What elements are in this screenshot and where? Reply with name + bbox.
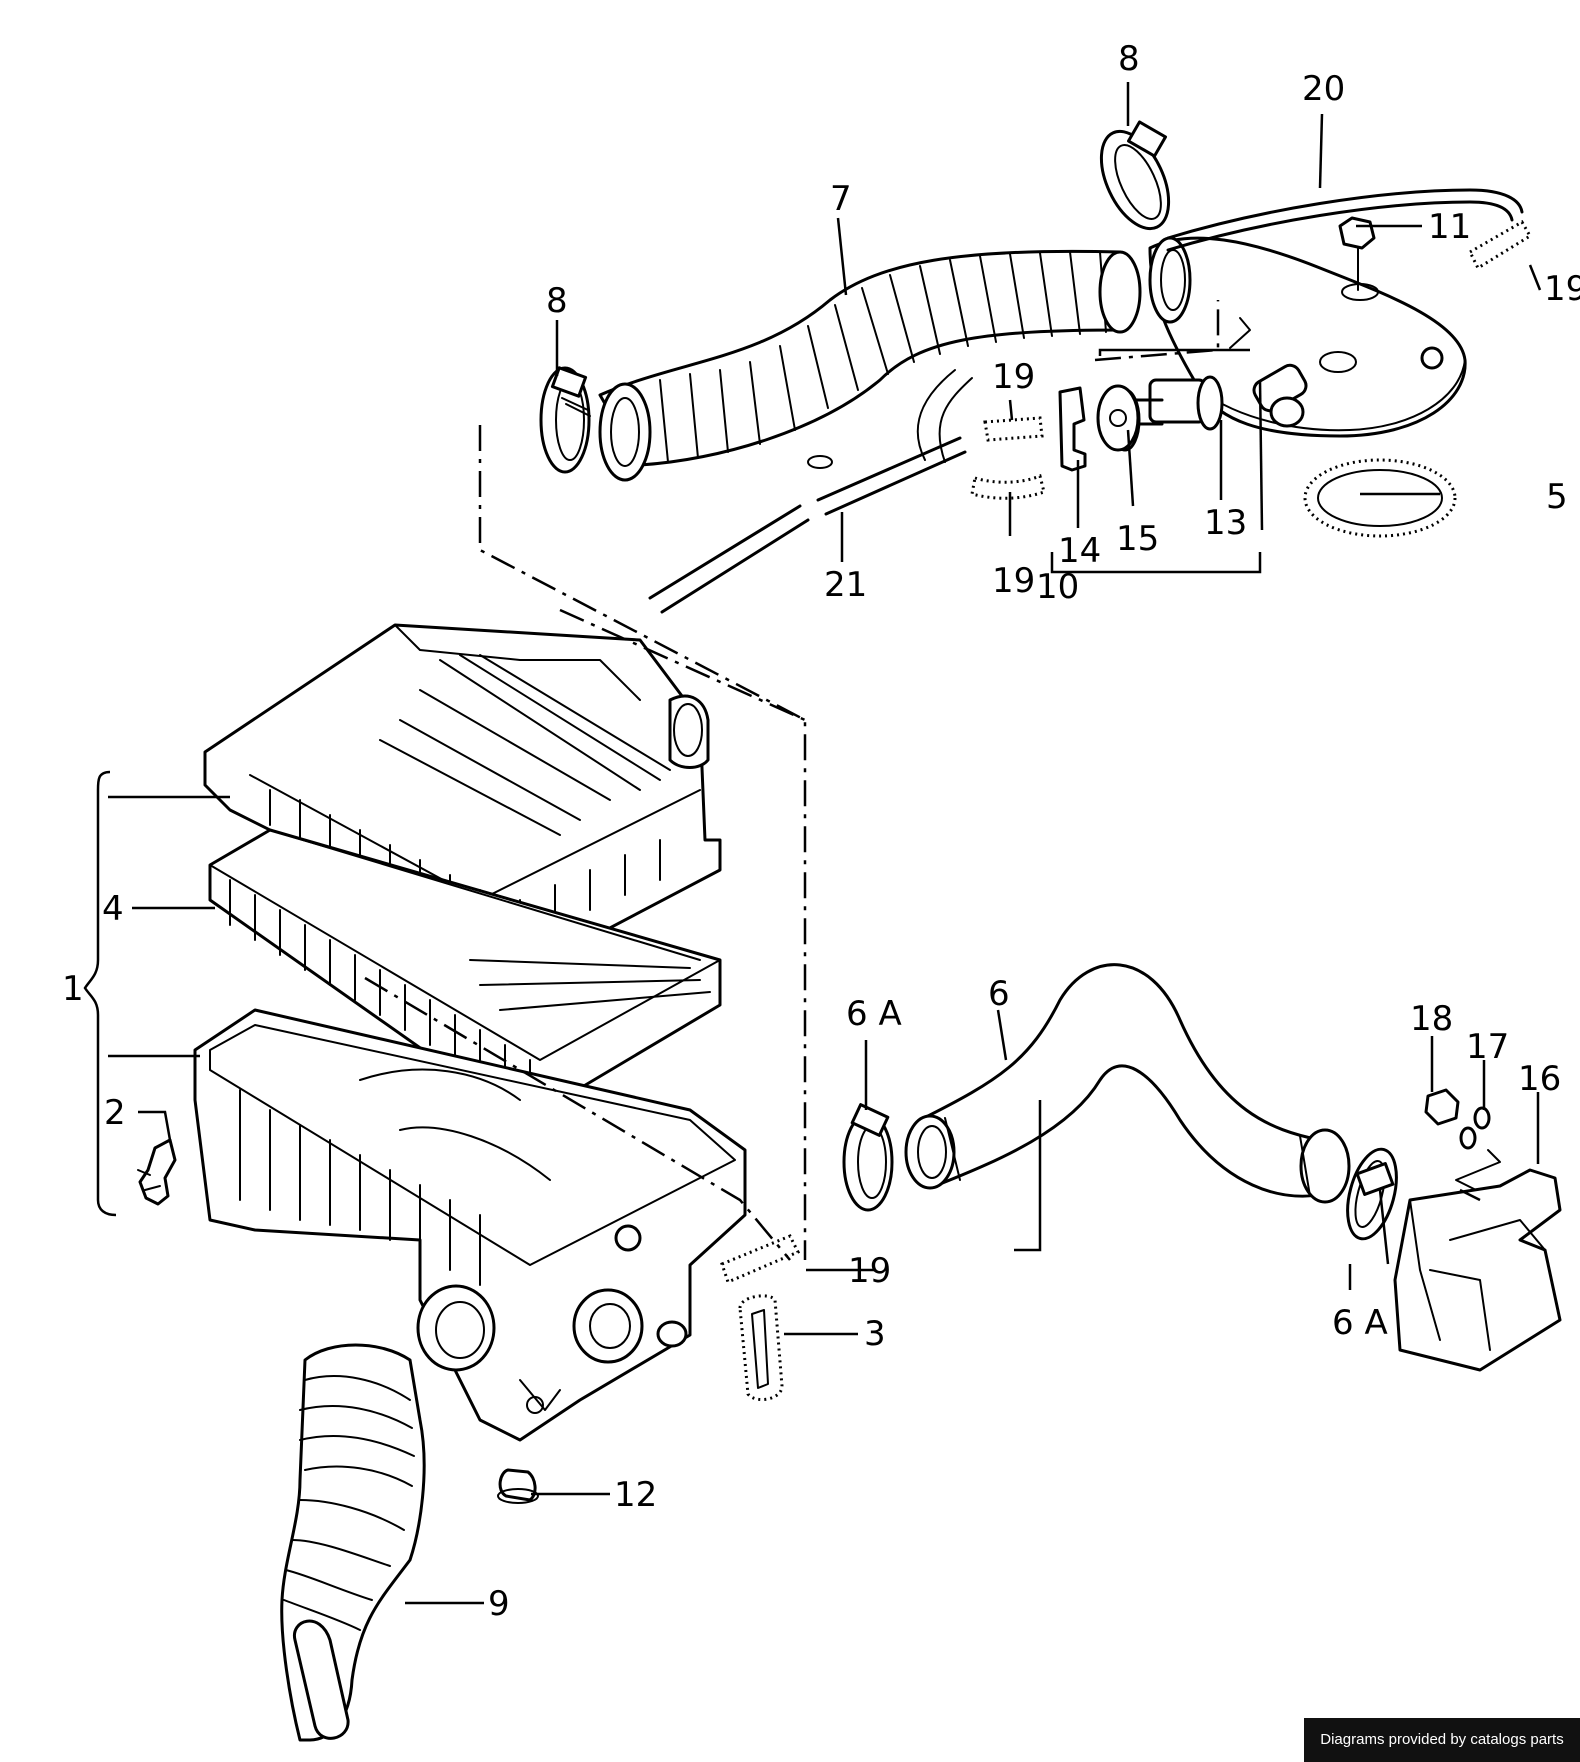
callout-12: 12 bbox=[614, 1475, 657, 1515]
callout-3: 3 bbox=[864, 1314, 886, 1354]
hose-clamp-top bbox=[1099, 120, 1171, 231]
clip-2 bbox=[137, 1138, 177, 1206]
intake-hose-upper bbox=[598, 249, 1142, 482]
air-filter-element bbox=[208, 828, 722, 1114]
callout-19-right: 19 bbox=[1544, 269, 1580, 309]
leader-lines bbox=[83, 82, 1542, 1605]
callout-2: 2 bbox=[104, 1093, 126, 1133]
callout-1: 1 bbox=[62, 969, 84, 1009]
callout-8-left: 8 bbox=[546, 281, 568, 321]
callout-6a-left: 6 A bbox=[846, 994, 902, 1034]
seal-ring-5 bbox=[1303, 458, 1457, 538]
air-filter-lower-housing bbox=[193, 1008, 747, 1442]
callout-8-top: 8 bbox=[1118, 39, 1140, 79]
vent-hose-20 bbox=[1166, 188, 1524, 252]
vent-hose-21 bbox=[648, 369, 973, 614]
air-duct-16 bbox=[1393, 1168, 1562, 1372]
intake-bellow-9 bbox=[280, 1343, 426, 1742]
callout-labels: 1 2 3 4 5 6 6 A 6 A 7 8 8 9 10 11 12 13 … bbox=[62, 39, 1580, 1624]
callout-7: 7 bbox=[830, 179, 852, 219]
nut-18 bbox=[1424, 1088, 1460, 1126]
hose-clamp-6a-right bbox=[1346, 1147, 1398, 1241]
callout-6: 6 bbox=[988, 974, 1010, 1014]
callout-5: 5 bbox=[1546, 477, 1568, 517]
callout-14: 14 bbox=[1058, 531, 1101, 571]
callout-19-low: 19 bbox=[848, 1251, 891, 1291]
callout-19-mid: 19 bbox=[992, 561, 1035, 601]
callout-19-top: 19 bbox=[992, 357, 1035, 397]
assembly-lines bbox=[364, 300, 1481, 1261]
callout-16: 16 bbox=[1518, 1059, 1561, 1099]
callout-13: 13 bbox=[1204, 503, 1247, 543]
callout-4: 4 bbox=[102, 889, 124, 929]
intake-hose-6 bbox=[904, 963, 1351, 1204]
washer-17 bbox=[1455, 1106, 1501, 1191]
air-guide-housing bbox=[1148, 236, 1467, 438]
hose-19-pieces bbox=[720, 219, 1533, 1285]
callout-21: 21 bbox=[824, 565, 867, 605]
callout-9: 9 bbox=[488, 1584, 510, 1624]
hose-clamp-left bbox=[539, 366, 591, 474]
callout-20: 20 bbox=[1302, 69, 1345, 109]
callout-6a-right: 6 A bbox=[1332, 1303, 1388, 1343]
callout-10: 10 bbox=[1036, 567, 1079, 607]
callout-11: 11 bbox=[1428, 207, 1471, 247]
hose-clamp-6a-left bbox=[842, 1103, 894, 1212]
rubber-mount-12 bbox=[497, 1468, 539, 1504]
gasket-3 bbox=[738, 1294, 784, 1402]
callout-17: 17 bbox=[1466, 1027, 1509, 1067]
callout-18: 18 bbox=[1410, 999, 1453, 1039]
credit-banner: Diagrams provided by catalogs parts bbox=[1304, 1718, 1580, 1762]
callout-15: 15 bbox=[1116, 519, 1159, 559]
